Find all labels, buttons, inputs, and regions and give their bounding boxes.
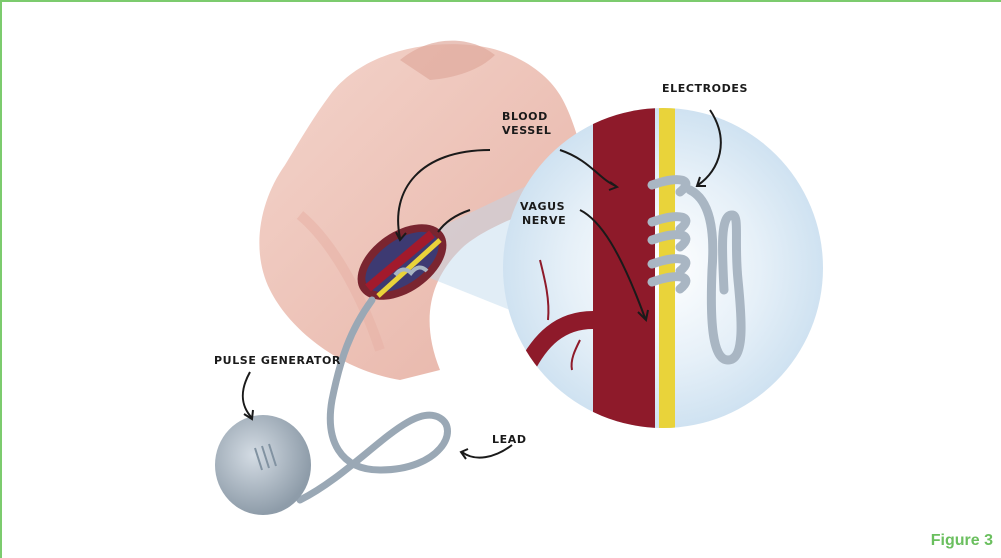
vagus-nerve-label-line2: NERVE (522, 214, 566, 227)
blood-vessel-label-line1: BLOOD (502, 110, 548, 123)
electrodes-label: ELECTRODES (662, 82, 748, 95)
blood-vessel-zoomed (593, 100, 655, 440)
vagus-nerve-label-line1: VAGUS (520, 200, 565, 213)
vagus-nerve-zoomed (659, 100, 675, 440)
pulse-generator-label: PULSE GENERATOR (214, 354, 341, 367)
lead-label: LEAD (492, 433, 527, 446)
blood-vessel-label-line2: VESSEL (502, 124, 552, 137)
pulse-generator-device (215, 415, 311, 515)
figure-number: Figure 3 (931, 532, 993, 550)
